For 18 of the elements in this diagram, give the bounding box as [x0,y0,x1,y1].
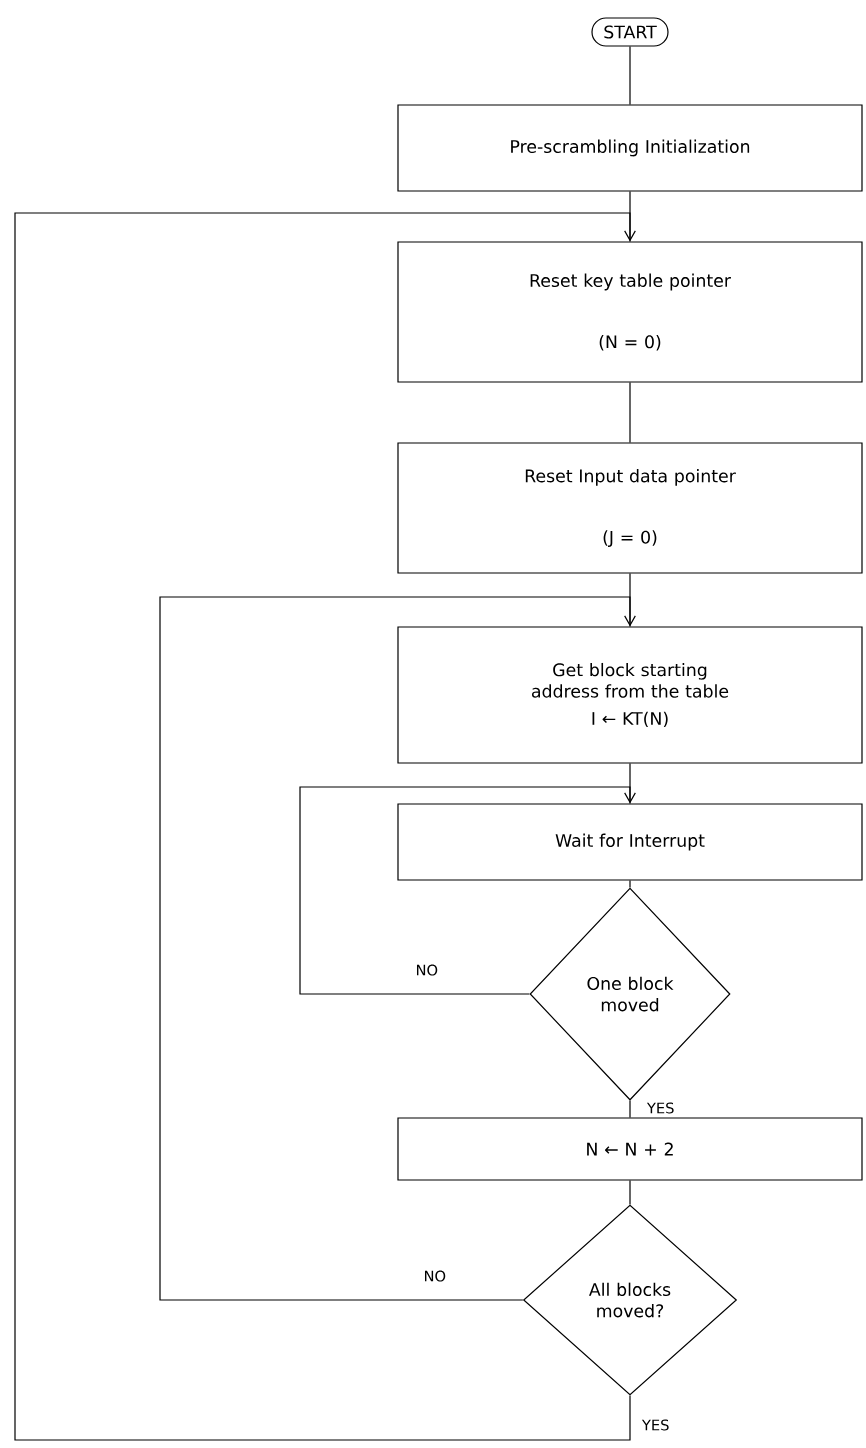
connector-line [629,1100,631,1118]
edge-label: NO [414,963,440,977]
edge-label: YES [640,1418,671,1432]
edge-label: NO [422,1269,448,1283]
connector-arrow [299,786,636,995]
edge-label: YES [645,1101,676,1115]
connector-line [629,46,631,105]
connector-line [629,382,631,443]
connector-line [629,880,631,888]
connector-line [629,1180,631,1205]
process-box: N ← N + 2 [397,1117,863,1181]
process-box: Reset key table pointer (N = 0) [397,241,863,383]
connector-arrow [14,212,636,1441]
process-box: Pre-scrambling Initialization [397,104,863,192]
connector-arrow [159,596,636,1301]
process-box: Get block starting address from the table I ← KT(N) [397,626,863,764]
process-box: Reset Input data pointer (J = 0) [397,442,863,574]
process-box: Wait for Interrupt [397,803,863,881]
